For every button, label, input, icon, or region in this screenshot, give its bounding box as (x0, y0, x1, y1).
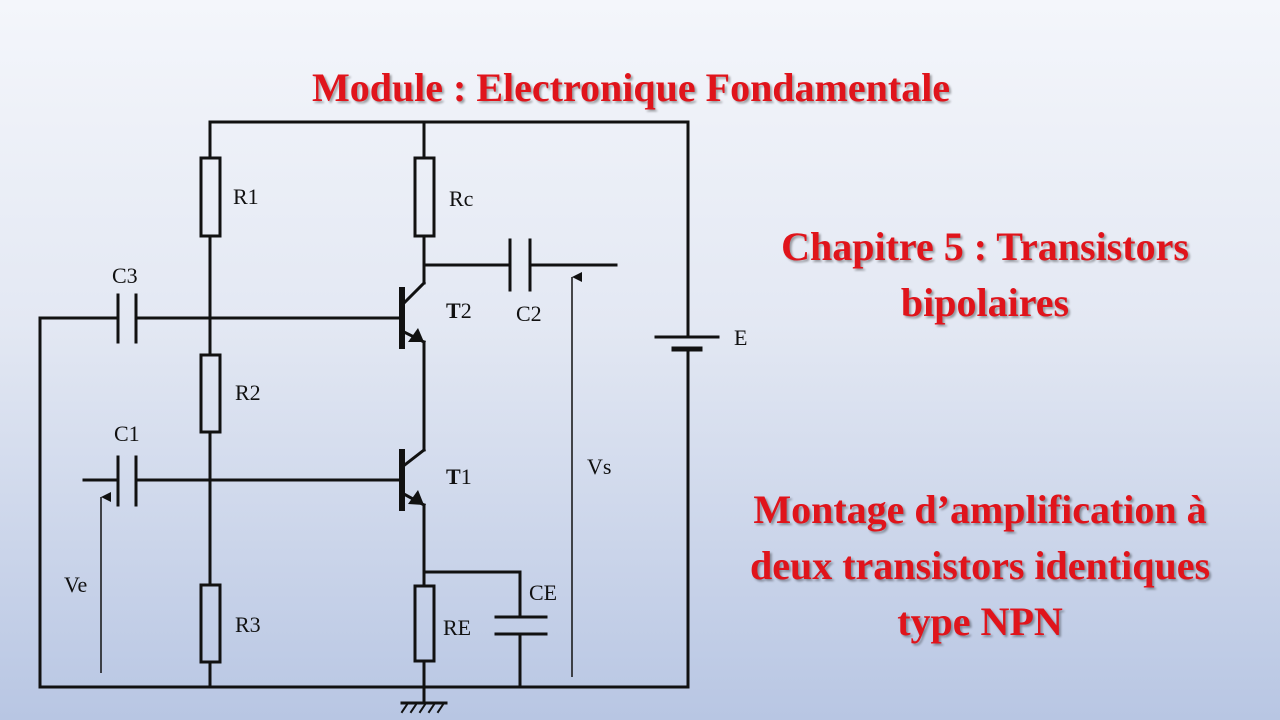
t1-label-letter: T (446, 464, 461, 489)
chapter-title: Chapitre 5 : Transistors bipolaires (715, 219, 1255, 331)
rc-label: Rc (449, 186, 474, 211)
chapter-line-1: Chapitre 5 : Transistors (781, 224, 1189, 269)
e-label: E (734, 325, 747, 350)
rc-resistor (413, 156, 436, 238)
t1-label-number: 1 (461, 464, 472, 489)
t2-label-number: 2 (461, 298, 472, 323)
ce-label: CE (529, 580, 557, 605)
t1-label: T1 (446, 464, 472, 489)
t2-label: T2 (446, 298, 472, 323)
re-resistor (413, 584, 436, 663)
chapter-line-2: bipolaires (900, 280, 1070, 325)
vs-label: Vs (587, 454, 611, 479)
montage-line-2: deux transistors identiques (749, 543, 1211, 588)
c2-label: C2 (516, 301, 542, 326)
r1-resistor (199, 156, 222, 238)
ve-label: Ve (64, 572, 87, 597)
t1-collector-lead (399, 447, 427, 470)
c3-label: C3 (112, 263, 138, 288)
r2-resistor (199, 353, 222, 434)
c1-label: C1 (114, 421, 140, 446)
t2-collector-lead (399, 280, 427, 308)
montage-line-3: type NPN (897, 599, 1063, 644)
t2-emitter-arrow-icon (408, 328, 424, 342)
module-title: Module : Electronique Fondamentale (311, 65, 951, 110)
ground-icon (400, 701, 448, 714)
montage-line-1: Montage d’amplification à (753, 487, 1207, 532)
re-label: RE (443, 615, 471, 640)
t1-emitter-arrow-icon (408, 490, 424, 505)
t2-label-letter: T (446, 298, 461, 323)
r3-label: R3 (235, 612, 261, 637)
r3-resistor (199, 583, 222, 664)
montage-description: Montage d’amplification à deux transisto… (700, 482, 1260, 650)
r1-label: R1 (233, 184, 259, 209)
r2-label: R2 (235, 380, 261, 405)
